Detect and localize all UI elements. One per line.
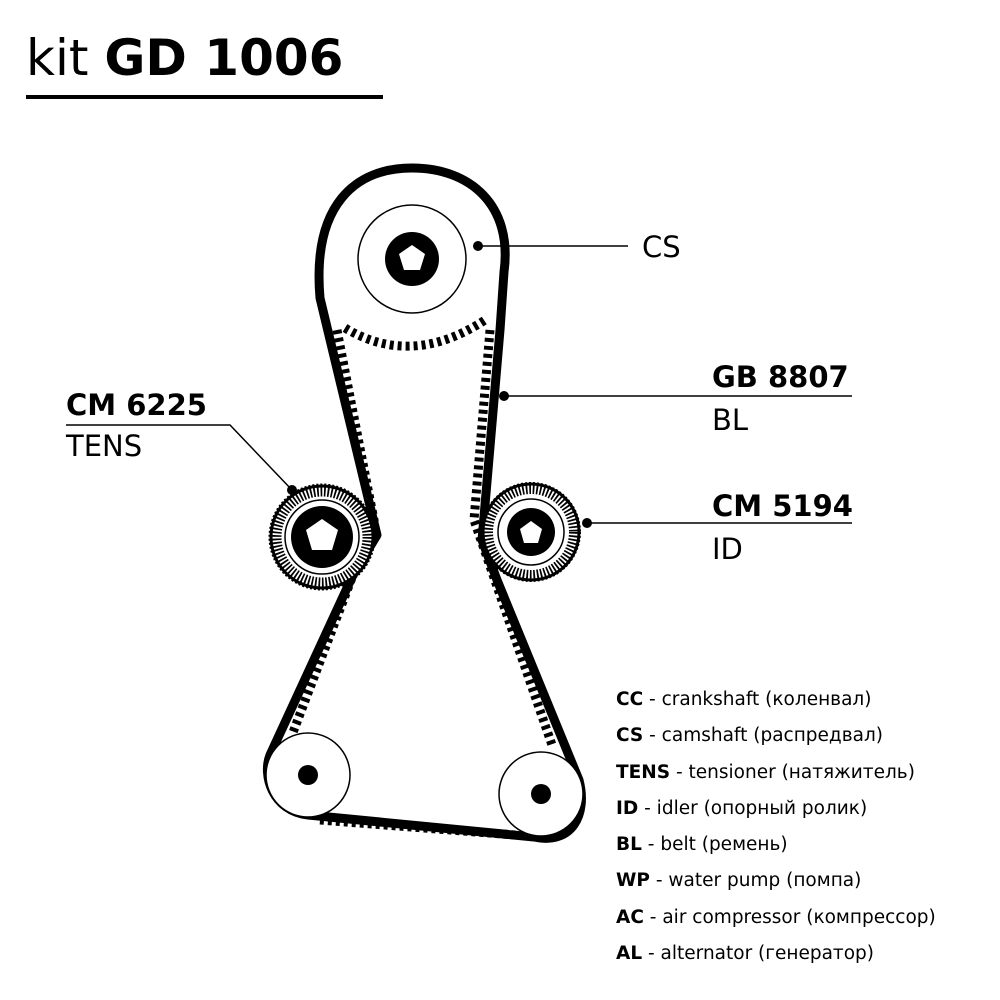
camshaft-sprocket [357, 204, 467, 314]
legend-text: - water pump (помпа) [649, 870, 862, 892]
kit-title-code: GD 1006 [104, 29, 344, 87]
tensioner-code-label: CM 6225 [66, 388, 207, 422]
tensioner-pulley [268, 483, 376, 591]
belt-type-label: BL [712, 403, 749, 437]
legend-text: - idler (опорный ролик) [638, 797, 868, 819]
legend-item: CS - camshaft (распредвал) [616, 722, 936, 758]
legend-abbr: TENS [616, 761, 671, 783]
legend-abbr: ID [616, 797, 639, 819]
idler-type-label: ID [712, 532, 743, 566]
lower-right-pulley [498, 751, 584, 837]
legend-text: - air compressor (компрессор) [643, 906, 936, 928]
lower-left-pulley [265, 732, 351, 818]
legend-item: BL - belt (ремень) [616, 831, 936, 867]
cs-label: CS [642, 230, 681, 264]
legend-item: AC - air compressor (компрессор) [616, 904, 936, 940]
legend-text: - crankshaft (коленвал) [643, 689, 872, 710]
legend-text: - belt (ремень) [641, 834, 788, 856]
legend-item: ID - idler (опорный ролик) [616, 795, 936, 831]
kit-title: kit GD 1006 [26, 28, 343, 88]
legend-item: CC - crankshaft (коленвал) [616, 686, 936, 722]
title-underline [26, 95, 383, 99]
legend-abbr: AC [616, 906, 644, 928]
legend-abbr: CC [616, 689, 644, 710]
legend-text: - camshaft (распредвал) [643, 725, 884, 747]
tens-leader-line [66, 424, 293, 491]
legend-item: TENS - tensioner (натяжитель) [616, 759, 936, 795]
legend-item: WP - water pump (помпа) [616, 867, 936, 903]
tensioner-type-label: TENS [66, 429, 143, 463]
idler-code-label: CM 5194 [712, 489, 853, 523]
legend-text: - alternator (генератор) [642, 943, 874, 965]
belt-code-label: GB 8807 [712, 360, 849, 394]
kit-title-prefix: kit [26, 29, 89, 87]
legend-abbr: CS [616, 725, 644, 747]
idler-pulley [481, 482, 581, 582]
legend-abbr: BL [616, 834, 642, 856]
legend-abbr: WP [616, 870, 650, 892]
legend-item: AL - alternator (генератор) [616, 940, 936, 976]
legend: CC - crankshaft (коленвал) CS - camshaft… [616, 686, 936, 976]
legend-abbr: AL [616, 943, 643, 965]
legend-text: - tensioner (натяжитель) [670, 761, 915, 783]
